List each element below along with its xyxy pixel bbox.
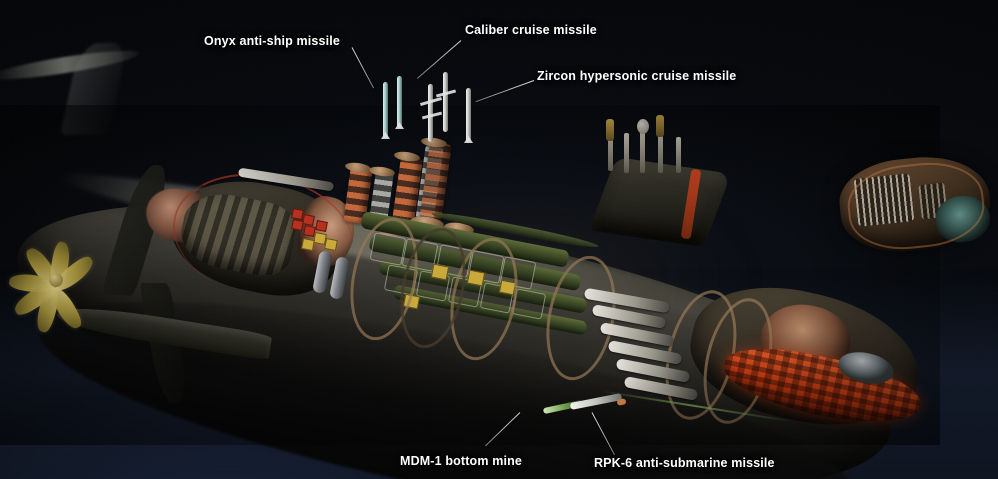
callout-label-caliber: Caliber cruise missile xyxy=(465,23,597,37)
detail-inset-module xyxy=(832,140,998,268)
callout-label-onyx: Onyx anti-ship missile xyxy=(204,34,340,48)
callout-label-zircon: Zircon hypersonic cruise missile xyxy=(537,69,737,83)
callout-label-mdm1: MDM-1 bottom mine xyxy=(400,454,522,468)
submarine-cutaway xyxy=(0,43,940,479)
callout-label-rpk6: RPK-6 anti-submarine missile xyxy=(594,456,775,470)
